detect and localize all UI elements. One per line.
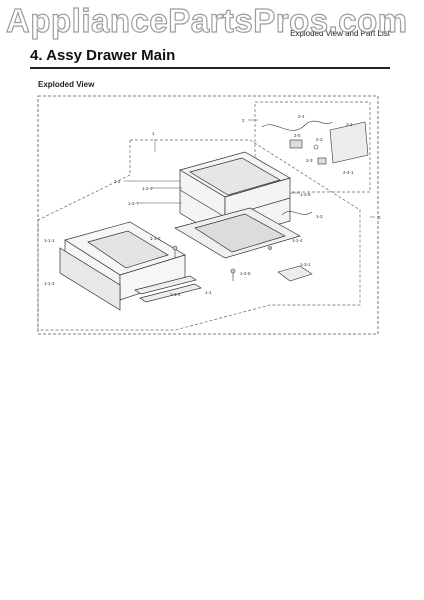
callout-label: 1-1-2 [150, 236, 161, 241]
callout-label: 1-2-3 [142, 186, 153, 191]
callout-label: 2-2 [316, 137, 323, 142]
harness-dashed-frame [254, 101, 371, 193]
drawer-rail-part [134, 275, 202, 303]
callout-label: 1-2-8 [300, 192, 311, 197]
callout-label: 1-2-7 [128, 201, 139, 206]
watermark-logo: AppliancePartsPros.com [5, 1, 408, 39]
drawer-assembly-frame [37, 139, 361, 331]
cable-part [277, 211, 313, 282]
drawer-bin-part [59, 221, 186, 311]
title-divider [30, 67, 390, 69]
callout-label: 0 [378, 215, 381, 220]
wire-harness-part [261, 120, 369, 165]
header-section-label: Exploded View and Part List [290, 29, 390, 38]
callout-label: 2-1 [346, 122, 353, 127]
frame-base-part [174, 207, 301, 259]
callout-label: 1-1-4 [170, 292, 181, 297]
callout-label: 1 [152, 131, 155, 136]
callout-label: 1-1 [205, 290, 212, 295]
callout-label: 2-4 [298, 114, 305, 119]
section-title: Exploded View [38, 80, 95, 89]
callout-label: 2-3 [306, 158, 313, 163]
outer-dashed-frame [37, 95, 379, 335]
callout-label: 1-1-3 [44, 281, 55, 286]
callout-label: 2-4-1 [343, 170, 354, 175]
callout-label: 1-2-5 [240, 271, 251, 276]
callout-label: 1-1-1 [44, 238, 55, 243]
callout-label: 2 [242, 118, 245, 123]
callout-label: 2-5 [294, 133, 301, 138]
callout-label: 1-2-4 [292, 238, 303, 243]
screw-parts [172, 245, 272, 281]
page-title: 4. Assy Drawer Main [30, 47, 176, 64]
callout-label: 1-3-1 [300, 262, 311, 267]
callout-label: 1-2 [114, 179, 121, 184]
callout-label: 1-3 [316, 214, 323, 219]
